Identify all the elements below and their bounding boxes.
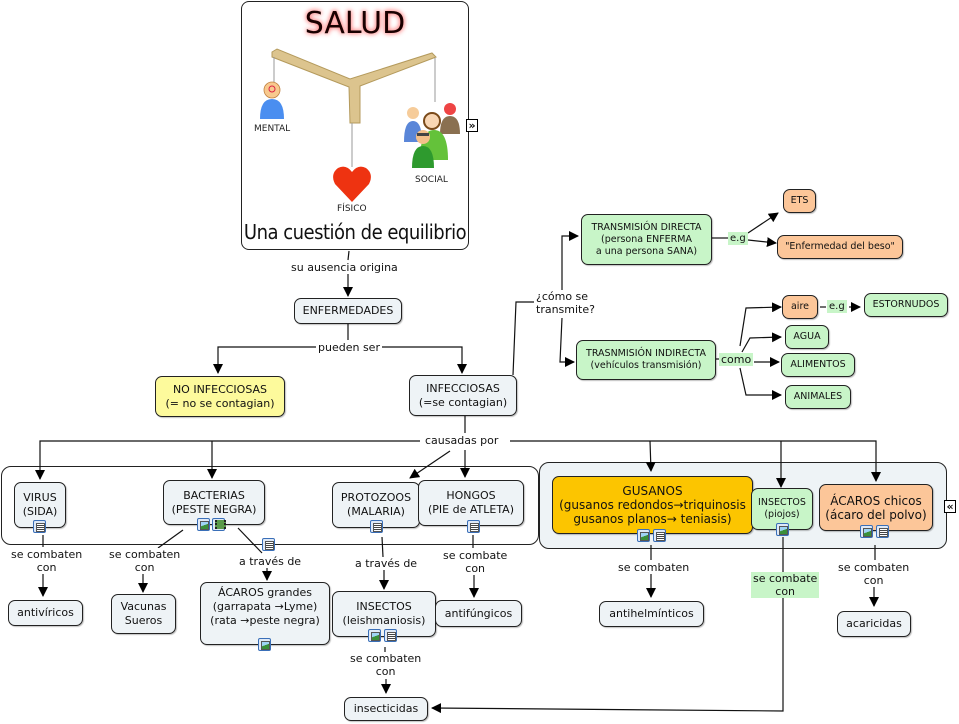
link-eg-directa: e.g: [728, 232, 748, 245]
link-virus-se-combaten-con: se combaten con: [9, 548, 85, 574]
document-resource-icon[interactable]: [653, 529, 666, 542]
node-enfermedad-del-beso[interactable]: "Enfermedad del beso": [777, 235, 903, 259]
salud-heading: SALUD: [304, 6, 406, 41]
image-resource-icon[interactable]: [637, 529, 650, 542]
node-vacunas-sueros[interactable]: Vacunas Sueros: [111, 594, 176, 634]
link-bacterias-a-traves-de: a través de: [237, 555, 304, 568]
mobile-bar-icon: [271, 48, 437, 124]
mental-person-icon: [260, 81, 284, 119]
node-alimentos[interactable]: ALIMENTOS: [781, 353, 855, 377]
document-resource-icon[interactable]: [262, 538, 275, 551]
image-resource-icon[interactable]: [197, 518, 210, 531]
node-antihelminticos[interactable]: antihelmínticos: [599, 601, 704, 627]
social-group-icon: [404, 103, 460, 168]
link-protozoos-a-traves-de: a través de: [353, 557, 420, 570]
node-transmision-indirecta[interactable]: TRASNMISIÓN INDIRECTA (vehículos transmi…: [576, 340, 716, 380]
node-infecciosas[interactable]: INFECCIOSAS (=se contagian): [409, 375, 517, 416]
collapse-left-icon[interactable]: «: [944, 500, 956, 513]
video-resource-icon[interactable]: [212, 518, 226, 531]
node-ets[interactable]: ETS: [783, 189, 816, 213]
link-insectos-se-combaten-con: se combaten con: [348, 652, 424, 678]
node-acaros-grandes[interactable]: ÁCAROS grandes (garrapata →Lyme) (rata →…: [200, 582, 330, 645]
node-animales[interactable]: ANIMALES: [785, 385, 851, 409]
balance-mobile-illustration: [260, 48, 460, 202]
link-bacterias-se-combaten-con: se combaten con: [107, 548, 183, 574]
link-piojos-se-combate-con: se combate con: [751, 572, 820, 598]
document-resource-icon[interactable]: [467, 520, 480, 533]
link-acaros-se-combaten-con: se combaten con: [836, 561, 912, 587]
node-transmision-directa[interactable]: TRANSMISIÓN DIRECTA (persona ENFERMA a u…: [581, 214, 712, 265]
link-eg-aire: e.g: [827, 300, 847, 313]
node-acaros-chicos[interactable]: ÁCAROS chicos (ácaro del polvo): [819, 484, 933, 531]
fisico-label: FÍSICO: [337, 204, 367, 214]
node-gusanos[interactable]: GUSANOS (gusanos redondos→triquinosis gu…: [552, 476, 753, 534]
salud-subtitle: Una cuestión de equilibrio: [243, 220, 467, 244]
node-agua[interactable]: AGUA: [785, 325, 829, 349]
node-antifungicos[interactable]: antifúngicos: [435, 600, 522, 627]
heart-icon: [333, 166, 371, 202]
node-estornudos[interactable]: ESTORNUDOS: [864, 293, 948, 317]
node-virus[interactable]: VIRUS (SIDA): [14, 482, 66, 528]
node-aire[interactable]: aire: [782, 295, 818, 319]
node-enfermedades[interactable]: ENFERMEDADES: [294, 298, 402, 324]
social-label: SOCIAL: [415, 175, 448, 185]
document-resource-icon[interactable]: [370, 520, 383, 533]
image-resource-icon[interactable]: [258, 638, 271, 651]
node-insecticidas[interactable]: insecticidas: [344, 697, 428, 721]
mental-label: MENTAL: [254, 124, 291, 134]
document-resource-icon[interactable]: [876, 525, 889, 538]
document-resource-icon[interactable]: [33, 520, 46, 533]
image-resource-icon[interactable]: [776, 523, 789, 536]
link-hongos-se-combate-con: se combate con: [441, 549, 510, 575]
image-resource-icon[interactable]: [860, 525, 873, 538]
link-como-se-transmite: ¿cómo se transmite?: [534, 290, 597, 316]
node-acaricidas[interactable]: acaricidas: [837, 611, 911, 637]
node-no-infecciosas[interactable]: NO INFECCIOSAS (= no se contagian): [155, 376, 285, 417]
expand-right-icon[interactable]: »: [466, 119, 478, 132]
link-causadas-por: causadas por: [423, 434, 501, 447]
document-resource-icon[interactable]: [384, 629, 397, 642]
link-su-ausencia-origina: su ausencia origina: [289, 261, 400, 274]
image-resource-icon[interactable]: [368, 629, 381, 642]
link-pueden-ser: pueden ser: [316, 341, 382, 354]
node-antiviricos[interactable]: antivíricos: [8, 600, 83, 626]
salud-root-node[interactable]: SALUD MENTAL FÍSICO: [241, 1, 469, 250]
link-como: como: [719, 353, 754, 366]
link-gusanos-se-combaten: se combaten: [616, 561, 692, 574]
node-bacterias[interactable]: BACTERIAS (PESTE NEGRA): [163, 480, 265, 525]
